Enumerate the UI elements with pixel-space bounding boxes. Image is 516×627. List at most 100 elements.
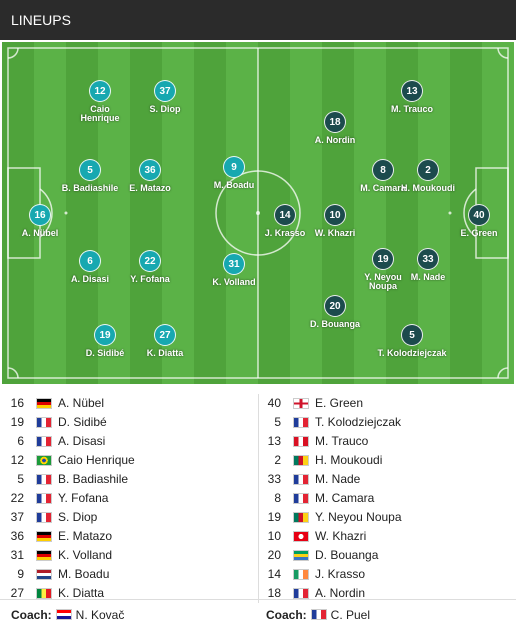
shirt-number: 14: [267, 567, 281, 581]
home-player-37[interactable]: 37 S. Diop: [125, 80, 205, 114]
player-name: M. Boadu: [58, 567, 110, 581]
ie-flag-icon: [293, 569, 309, 580]
shirt-number: 5: [17, 472, 24, 486]
player-name: T. Kolodziejczak: [315, 415, 402, 429]
player-name: M. Trauco: [315, 434, 369, 448]
player-name: E. Matazo: [58, 529, 113, 543]
shirt-number: 8: [372, 159, 394, 181]
shirt-number: 31: [223, 253, 245, 275]
player-name: S. Diop: [149, 104, 181, 114]
away-list-row[interactable]: 5 T. Kolodziejczak: [259, 413, 514, 432]
tn-flag-icon: [293, 531, 309, 542]
player-name: J. Krasso: [264, 228, 306, 238]
player-name: T. Kolodziejczak: [377, 348, 447, 358]
player-name: M. Boadu: [213, 180, 255, 190]
pitch-markings: [2, 42, 514, 384]
player-name: A. Nordin: [315, 586, 366, 600]
de-flag-icon: [36, 398, 52, 409]
player-name: E. Green: [460, 228, 498, 238]
fr-flag-icon: [36, 512, 52, 523]
coach-label: Coach:: [11, 608, 52, 622]
player-name: K. Diatta: [58, 586, 105, 600]
player-name: B. Badiashile: [58, 472, 129, 486]
home-player-31[interactable]: 31 K. Volland: [194, 253, 274, 287]
away-coach: Coach:C. Puel: [266, 606, 370, 625]
player-name: A. Nübel: [21, 228, 59, 238]
shirt-number: 12: [89, 80, 111, 102]
shirt-number: 18: [324, 111, 346, 133]
de-flag-icon: [36, 550, 52, 561]
shirt-number: 10: [324, 204, 346, 226]
player-name: M. Nade: [315, 472, 361, 486]
player-name: D. Sidibé: [58, 415, 107, 429]
en-flag-icon: [293, 398, 309, 409]
player-name: H. Moukoudi: [401, 183, 455, 193]
home-list-row[interactable]: 5 B. Badiashile: [2, 470, 258, 489]
shirt-number: 5: [274, 415, 281, 429]
player-name: K. Volland: [212, 277, 256, 287]
shirt-number: 5: [79, 159, 101, 181]
player-name: W. Khazri: [315, 529, 367, 543]
home-list-row[interactable]: 12 Caio Henrique: [2, 451, 258, 470]
br-flag-icon: [36, 455, 52, 466]
shirt-number: 37: [154, 80, 176, 102]
player-name: D. Bouanga: [309, 319, 360, 329]
player-name: Caio Henrique: [58, 453, 135, 467]
player-name: A. Disasi: [70, 274, 110, 284]
player-name: K. Diatta: [146, 348, 184, 358]
shirt-number: 18: [267, 586, 281, 600]
fr-flag-icon: [293, 474, 309, 485]
away-player-2[interactable]: 2 H. Moukoudi: [388, 159, 468, 193]
shirt-number: 2: [417, 159, 439, 181]
player-name: E. Green: [315, 396, 364, 410]
home-coach: Coach: N. Kovač: [11, 606, 124, 625]
away-list-row[interactable]: 18 A. Nordin: [259, 584, 514, 603]
away-list-row[interactable]: 14 J. Krasso: [259, 565, 514, 584]
player-name: D. Sidibé: [85, 348, 125, 358]
player-name: S. Diop: [58, 510, 98, 524]
france-flag-icon: [310, 609, 327, 620]
fr-flag-icon: [36, 474, 52, 485]
shirt-number: 12: [10, 453, 24, 467]
player-name: J. Krasso: [315, 567, 366, 581]
home-coach-name: N. Kovač: [75, 608, 125, 622]
